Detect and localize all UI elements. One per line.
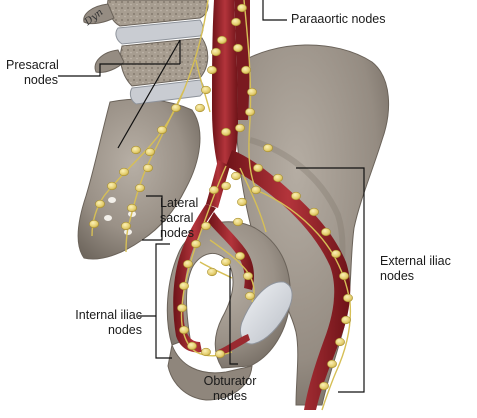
label-lateral-line-1: Lateral xyxy=(160,196,199,210)
lymph-node xyxy=(89,219,99,229)
inferior-vena-cava xyxy=(234,0,250,120)
lymph-node xyxy=(207,267,217,277)
label-internal-line-2: nodes xyxy=(107,323,142,337)
sacral-foramen xyxy=(108,197,116,203)
leader-external-iliac xyxy=(296,167,365,393)
obturator-artery xyxy=(218,334,250,356)
lymph-node xyxy=(243,271,253,281)
external-iliac-artery xyxy=(226,150,351,410)
lymph-node xyxy=(343,293,353,303)
lymph-node xyxy=(235,123,245,133)
lymph-node xyxy=(171,103,181,113)
lymph-node xyxy=(251,185,261,195)
label-obturator-line-2: nodes xyxy=(212,389,248,403)
lymph-node xyxy=(339,271,349,281)
lymph-node xyxy=(221,257,231,267)
label-presacral-line-2: nodes xyxy=(23,73,58,87)
spinous-process xyxy=(83,3,115,25)
label-presacral-line-1: Presacral xyxy=(6,58,59,72)
lymph-node xyxy=(233,217,243,227)
lymph-node xyxy=(291,191,301,201)
lymph-node xyxy=(177,303,187,313)
lymph-node xyxy=(211,47,221,57)
intervertebral-disc-1 xyxy=(115,19,204,45)
lymph-node xyxy=(233,43,243,53)
lymph-node xyxy=(245,291,255,301)
label-obturator-line-1: Obturator xyxy=(203,374,257,388)
lymph-node xyxy=(319,381,329,391)
label-presacral-nodes: Presacral nodes xyxy=(6,58,59,88)
leader-obturator xyxy=(229,268,238,365)
label-internal-iliac-nodes: Internal iliac nodes xyxy=(60,308,142,338)
leader-lines xyxy=(58,0,365,393)
lymph-node xyxy=(201,347,211,357)
internal-iliac-branch xyxy=(208,212,254,290)
lymph-node xyxy=(235,251,245,261)
lymph-node xyxy=(209,185,219,195)
lymph-node xyxy=(215,349,225,359)
lymph-node xyxy=(157,125,167,135)
lymph-node xyxy=(187,341,197,351)
lymph-node xyxy=(201,85,211,95)
label-external-iliac-nodes: External iliac nodes xyxy=(380,254,451,284)
leader-presacral xyxy=(58,63,180,77)
lymph-node xyxy=(241,65,251,75)
lymph-node xyxy=(309,207,319,217)
leader-internal-iliac xyxy=(138,243,172,359)
sacral-foramen xyxy=(104,215,112,221)
lymph-node xyxy=(107,181,117,191)
internal-iliac-artery xyxy=(173,204,216,353)
lymph-node xyxy=(195,103,205,113)
label-paraaortic-line: Paraaortic nodes xyxy=(291,12,386,26)
lymph-node xyxy=(221,127,231,137)
lymph-node xyxy=(321,227,331,237)
label-lateral-line-3: nodes xyxy=(160,226,195,240)
lymph-node xyxy=(95,199,105,209)
lymph-node xyxy=(253,163,263,173)
lymph-node xyxy=(121,221,131,231)
label-external-line-1: External iliac xyxy=(380,254,451,268)
lymph-node xyxy=(119,167,129,177)
lymph-node xyxy=(237,3,247,13)
label-paraaortic-nodes: Paraaortic nodes xyxy=(291,12,386,27)
lymph-node xyxy=(273,173,283,183)
lymph-node xyxy=(179,325,189,335)
lymph-node xyxy=(179,281,189,291)
lymph-node xyxy=(135,183,145,193)
leader-presacral-bracket xyxy=(117,39,181,149)
lymph-node xyxy=(327,359,337,369)
lymph-node xyxy=(247,87,257,97)
lymph-node xyxy=(127,203,137,213)
lymph-node xyxy=(207,65,217,75)
label-lateral-line-2: sacral xyxy=(160,211,194,225)
lymph-node xyxy=(231,171,241,181)
spinous-process xyxy=(94,49,125,73)
label-external-line-2: nodes xyxy=(380,269,415,283)
label-internal-line-1: Internal iliac xyxy=(75,308,142,322)
lymph-node xyxy=(237,197,247,207)
label-lateral-sacral-nodes: Lateral sacral nodes xyxy=(160,196,198,241)
lymph-node xyxy=(191,239,201,249)
lymph-node xyxy=(201,221,211,231)
label-obturator-nodes: Obturator nodes xyxy=(200,374,260,404)
lymph-node xyxy=(183,259,193,269)
leader-paraaortic xyxy=(262,0,287,21)
lymph-node xyxy=(341,315,351,325)
lymph-node xyxy=(245,107,255,117)
lymph-node xyxy=(231,17,241,27)
lymph-nodes xyxy=(89,3,353,391)
lymph-node xyxy=(331,249,341,259)
lymph-node xyxy=(217,35,227,45)
leader-lateral-sacral xyxy=(142,195,163,241)
lymph-node xyxy=(221,181,231,191)
lymph-node xyxy=(131,145,141,155)
lymph-node xyxy=(335,337,345,347)
lymph-node xyxy=(263,143,273,153)
lymph-node xyxy=(145,147,155,157)
lymph-node xyxy=(143,163,153,173)
ischial-ramus xyxy=(167,343,253,401)
